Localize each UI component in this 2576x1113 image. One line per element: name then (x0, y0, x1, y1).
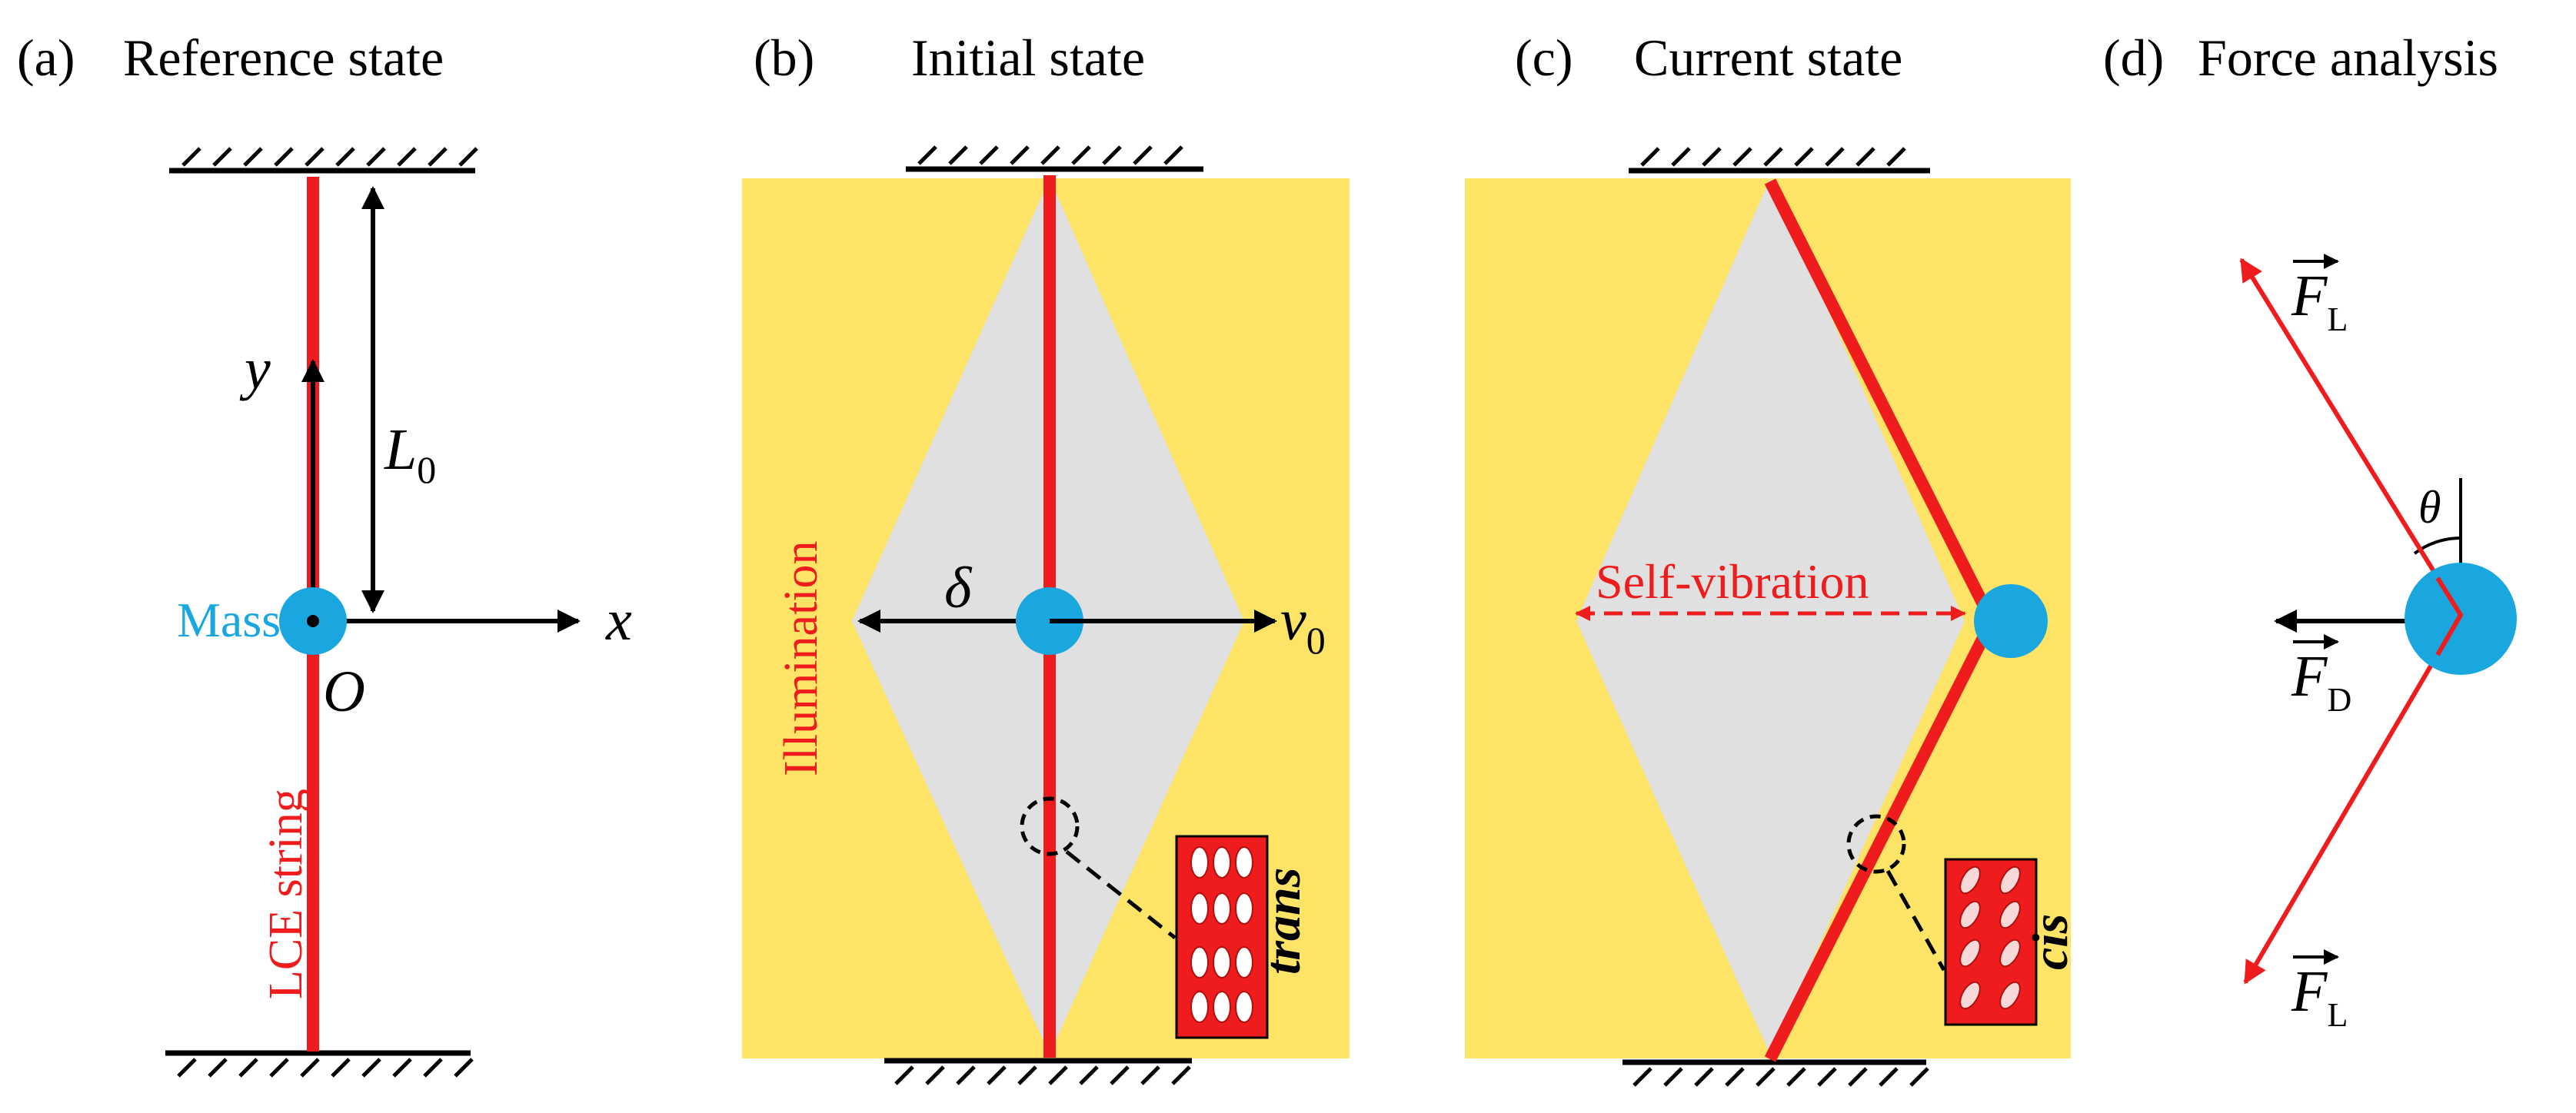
panel-c: Self-vibration cis (1465, 147, 2078, 1087)
hatch (1632, 1067, 1929, 1087)
zoom-circle-c (1846, 814, 1906, 874)
panel-a-tag: (a) (17, 28, 75, 87)
molecule-box-cis (1944, 858, 2038, 1026)
hatch (177, 1058, 474, 1078)
self-vibration-label: Self-vibration (1596, 554, 1869, 609)
theta-arc (2413, 537, 2461, 555)
length-label: L0 (384, 417, 436, 491)
zoom-circle-b (1020, 796, 1080, 856)
hatch (894, 1065, 1191, 1085)
panel-c-title: Current state (1634, 28, 1902, 87)
zoom-leader-c (1885, 869, 1946, 972)
panel-b: δ v0 Illumination trans (742, 145, 1350, 1085)
panel-d: θ FL FD FL (2239, 254, 2517, 1034)
trans-label: trans (1255, 868, 1311, 975)
cis-label: cis (2022, 914, 2078, 970)
origin-label: O (323, 659, 365, 724)
hatch (181, 147, 478, 167)
amplitude-label: δ (944, 556, 973, 620)
top-support-a (169, 147, 478, 174)
top-support-c (1629, 147, 1930, 174)
top-support-b (906, 145, 1203, 172)
origin-dot (307, 615, 319, 627)
zoom-leader-b (1065, 850, 1177, 939)
svg-text:FD: FD (2291, 644, 2351, 719)
hatch (1640, 147, 1906, 167)
panel-c-tag: (c) (1515, 28, 1573, 87)
force-l-lower-label: FL (2291, 949, 2348, 1034)
string-label: LCE string (260, 789, 312, 999)
panel-titles: (a) Reference state (b) Initial state (c… (17, 28, 2498, 87)
force-l-upper-label: FL (2291, 254, 2348, 338)
bottom-support-a (165, 1050, 474, 1078)
svg-text:FL: FL (2291, 264, 2348, 338)
x-axis-label: x (605, 588, 632, 653)
force-l-upper-arrow (2239, 257, 2463, 616)
svg-text:FL: FL (2291, 959, 2348, 1034)
panel-b-tag: (b) (754, 28, 814, 87)
mass-c (1974, 584, 2048, 658)
panel-a-title: Reference state (123, 28, 444, 87)
hatch (917, 145, 1183, 165)
bottom-support-c (1622, 1059, 1929, 1087)
illumination-label: Illumination (775, 540, 827, 776)
velocity-label: v0 (1280, 588, 1326, 662)
molecule-box-trans (1175, 835, 1269, 1039)
mass-label: Mass (177, 593, 281, 647)
string-kink-d (2435, 576, 2464, 656)
force-d-label: FD (2291, 634, 2351, 719)
panel-d-title: Force analysis (2198, 28, 2498, 87)
bottom-support-b (884, 1058, 1192, 1085)
panel-a: y x L0 Mass O LCE string (165, 147, 632, 1078)
panel-b-title: Initial state (911, 28, 1145, 87)
y-axis-label: y (239, 337, 271, 401)
theta-label: θ (2418, 482, 2441, 533)
force-l-lower-arrow (2243, 613, 2463, 985)
panel-d-tag: (d) (2103, 28, 2164, 87)
